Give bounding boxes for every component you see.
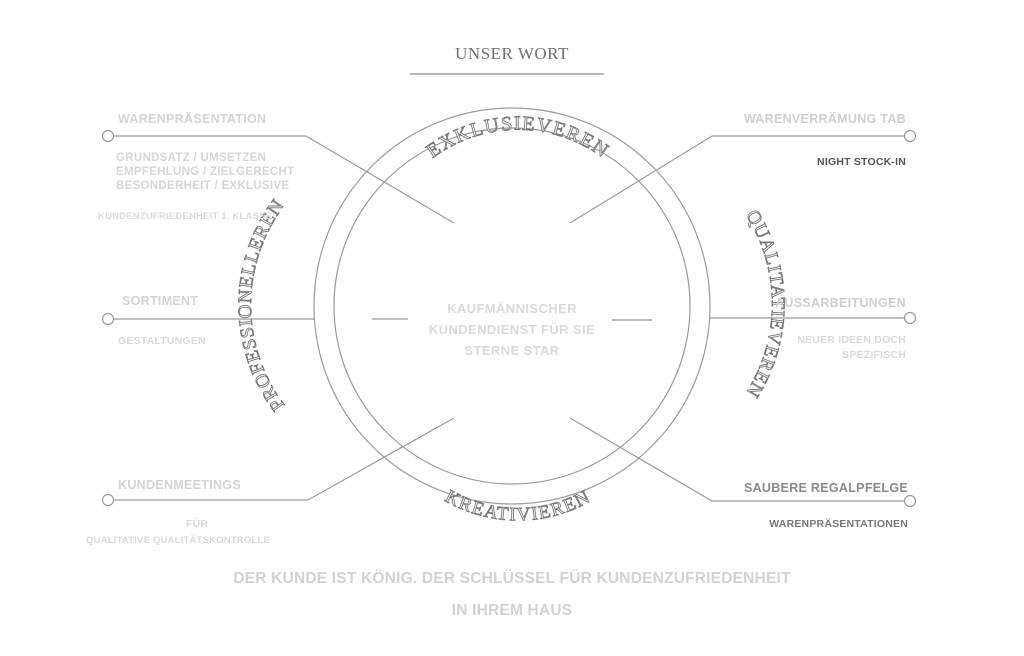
mid-right-sub: NEUER IDEEN DOCH SPEZIFISCH (797, 333, 906, 363)
ring-label-bottom: KREATIVIEREN (442, 486, 595, 526)
mid-left-sub: GESTALTUNGEN (118, 335, 206, 347)
bottom-left-heading: KUNDENMEETINGS (118, 478, 241, 492)
bottom-left-sub-1: FÜR (186, 518, 209, 530)
mid-right-heading: AUSSARBEITUNGEN (775, 296, 906, 310)
connector-top-left (101, 129, 455, 224)
top-left-line-2: EMPFEHLUNG / ZIELGERECHT (116, 166, 295, 178)
connector-mid-right (612, 311, 917, 325)
top-left-note: KUNDENZUFRIEDENHEIT 1. KLASSE: (98, 211, 276, 222)
top-left-line-3: BESONDERHEIT / EXKLUSIVE (116, 180, 290, 192)
center-text: KAUFMÄNNISCHER KUNDENDIENST FÜR SIE STER… (412, 298, 612, 361)
mid-right-sub-2: SPEZIFISCH (842, 349, 906, 361)
center-line-2: KUNDENDIENST FÜR SIE (428, 322, 596, 337)
top-left-line-1: GRUNDSATZ / UMSETZEN (116, 152, 267, 164)
connector-mid-left (101, 312, 408, 326)
footer-text: DER KUNDE IST KÖNIG. DER SCHLÜSSEL FÜR K… (0, 570, 1024, 620)
center-line-1: KAUFMÄNNISCHER (447, 301, 577, 316)
top-right-heading: WARENVERRÄMUNG TAB (743, 112, 906, 126)
bottom-right-heading: SAUBERE REGALPFELGE (743, 481, 908, 495)
footer-line-1: DER KUNDE IST KÖNIG. DER SCHLÜSSEL FÜR K… (233, 570, 791, 587)
center-line-3: STERNE STAR (464, 343, 560, 358)
connector-top-right (569, 129, 917, 224)
footer-line-2: IN IHREM HAUS (451, 602, 573, 619)
outer-ring (313, 107, 711, 505)
top-left-heading: WARENPRÄSENTATION (118, 112, 267, 126)
ring-label-top: EXKLUSIEVEREN (423, 113, 614, 163)
bottom-right-sub: WARENPRÄSENTATIONEN (769, 518, 908, 530)
top-right-sub: NIGHT STOCK-IN (817, 156, 906, 168)
ring-label-left: PROFESSIONELLEREN (235, 195, 289, 414)
inner-ring (333, 127, 691, 485)
connector-bottom-left (101, 417, 455, 507)
page-title: UNSER WORT (455, 44, 569, 63)
top-left-details: GRUNDSATZ / UMSETZEN EMPFEHLUNG / ZIELGE… (116, 151, 294, 193)
mid-left-heading: SORTIMENT (122, 294, 199, 308)
bottom-left-sub-2: QUALITATIVE QUALITÄTSKONTROLLE (86, 535, 271, 546)
mid-right-sub-1: NEUER IDEEN DOCH (797, 334, 906, 346)
connector-bottom-right (569, 417, 917, 508)
